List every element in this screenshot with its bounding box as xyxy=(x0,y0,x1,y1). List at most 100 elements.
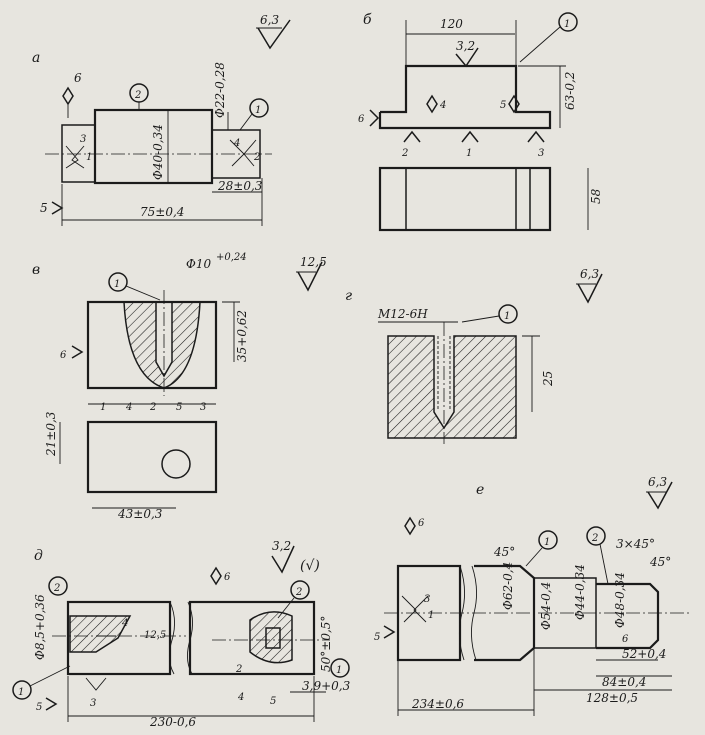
svg-text:45°: 45° xyxy=(493,545,515,559)
dim-l234: 234±0,6 xyxy=(411,697,464,711)
svg-text:1: 1 xyxy=(255,105,261,116)
dim-w43: 43±0,3 xyxy=(117,507,163,521)
diagram-e: е 6,3 6 3 1 5 Φ62-0,4 Φ54-0,4 Φ44-0,34 Φ… xyxy=(374,475,690,716)
svg-text:1: 1 xyxy=(466,148,472,159)
svg-text:+0,24: +0,24 xyxy=(216,252,247,263)
dim-angle50: 50°±0,5° xyxy=(319,616,333,672)
svg-text:4: 4 xyxy=(237,692,244,703)
roughness-e: 6,3 xyxy=(648,475,667,489)
callout-1-b xyxy=(558,12,578,32)
dim-l84: 84±0,4 xyxy=(602,675,646,689)
thread-label: M12-6H xyxy=(377,307,428,321)
seq-4: 4 xyxy=(125,402,132,413)
svg-text:1: 1 xyxy=(86,152,92,163)
dim-h25: 25 xyxy=(541,371,555,387)
shaft-e-end xyxy=(596,582,660,650)
callout-2-d-left xyxy=(48,576,68,596)
dim-w120: 120 xyxy=(440,17,463,31)
dim-depth35: 35+0,62 xyxy=(235,310,249,362)
section-letter-d: д xyxy=(34,548,43,564)
svg-text:4: 4 xyxy=(439,100,446,111)
svg-text:6: 6 xyxy=(74,71,82,85)
svg-text:5: 5 xyxy=(374,632,380,643)
svg-text:6: 6 xyxy=(358,114,365,125)
dim-offset39: 3,9+0,3 xyxy=(302,679,351,693)
callout-1-a xyxy=(249,98,269,118)
diagram-a: а 6,3 6 3 1 4 2 5 Φ40-0,34 Φ22-0,28 28±0… xyxy=(32,13,291,226)
dim-d54: Φ54-0,4 xyxy=(539,582,553,630)
dim-d48: Φ48-0,34 xyxy=(613,572,627,628)
seq-1: 1 xyxy=(100,402,106,413)
dim-dia40: Φ40-0,34 xyxy=(151,124,165,180)
seq-5: 5 xyxy=(176,402,182,413)
hatched-insert-v xyxy=(123,301,201,389)
svg-text:1: 1 xyxy=(18,687,24,698)
dim-len-28: 28±0,3 xyxy=(217,179,263,193)
part-d-right xyxy=(188,600,316,676)
svg-text:12,5: 12,5 xyxy=(144,630,166,641)
threaded-block-g xyxy=(387,335,517,439)
t-part-plan xyxy=(378,166,552,232)
svg-text:6: 6 xyxy=(224,572,231,583)
svg-text:5: 5 xyxy=(40,201,48,215)
section-letter-v: в xyxy=(32,262,40,278)
svg-text:1: 1 xyxy=(504,311,510,322)
svg-text:2: 2 xyxy=(134,90,141,101)
svg-text:2: 2 xyxy=(53,583,60,594)
callout-1-g xyxy=(498,304,518,324)
base-marker-5-a xyxy=(51,201,64,215)
svg-text:1: 1 xyxy=(564,19,570,30)
seq-2: 2 xyxy=(149,402,156,413)
svg-text:4: 4 xyxy=(233,138,240,149)
callout-1-d-left xyxy=(12,680,32,700)
svg-text:3×45°: 3×45° xyxy=(616,537,655,551)
diagram-d: д 3,2 (√) 6 Φ8,5+0,36 4 12,5 2 1 5 3 2 5… xyxy=(12,539,351,729)
svg-text:2: 2 xyxy=(591,533,598,544)
hole-v-plan xyxy=(161,449,191,479)
svg-text:5: 5 xyxy=(36,702,42,713)
svg-text:3: 3 xyxy=(538,148,544,159)
svg-text:6: 6 xyxy=(418,518,425,529)
svg-text:2: 2 xyxy=(235,664,242,675)
dim-d62: Φ62-0,4 xyxy=(501,562,515,610)
roughness-v: 12,5 xyxy=(300,255,327,269)
dim-h21: 21±0,3 xyxy=(44,411,58,457)
svg-text:1: 1 xyxy=(336,665,342,676)
dim-dia85: Φ8,5+0,36 xyxy=(33,594,47,660)
dim-len230: 230-0,6 xyxy=(149,715,196,729)
dim-d44: Φ44-0,34 xyxy=(573,564,587,620)
svg-text:1: 1 xyxy=(428,610,434,621)
svg-text:5: 5 xyxy=(270,696,276,707)
section-letter-g: г xyxy=(345,288,352,304)
svg-text:6: 6 xyxy=(60,350,67,361)
section-letter-a: а xyxy=(32,50,40,66)
svg-text:5: 5 xyxy=(500,100,506,111)
roughness-symbol-a xyxy=(257,19,291,50)
svg-text:3: 3 xyxy=(90,698,96,709)
roughness-b: 3,2 xyxy=(456,39,475,53)
svg-text:1: 1 xyxy=(114,279,120,290)
roughness-d: 3,2 xyxy=(272,539,291,553)
callout-1-e xyxy=(538,530,558,550)
svg-text:2: 2 xyxy=(253,152,260,163)
svg-text:3: 3 xyxy=(424,594,430,605)
block-v-plan xyxy=(86,420,218,494)
svg-text:(√): (√) xyxy=(300,558,320,574)
callout-2-e xyxy=(586,526,606,546)
callout-1-d-right xyxy=(330,658,350,678)
roughness-g: 6,3 xyxy=(580,267,599,281)
diagram-g: г 6,3 M12-6H 1 25 xyxy=(345,267,603,444)
part-d-left xyxy=(66,600,172,676)
hatch-d-right xyxy=(249,611,293,664)
dim-dia10: Φ10 xyxy=(186,257,211,271)
svg-text:3: 3 xyxy=(80,134,86,145)
dim-l52: 52+0,4 xyxy=(622,647,666,661)
svg-text:1: 1 xyxy=(544,537,550,548)
section-letter-b: б xyxy=(363,12,372,28)
hatch-d-left xyxy=(69,615,132,653)
dim-h63: 63-0,2 xyxy=(563,72,577,110)
dim-dia22: Φ22-0,28 xyxy=(213,62,227,118)
t-part-front xyxy=(378,64,552,130)
svg-text:6: 6 xyxy=(622,634,629,645)
